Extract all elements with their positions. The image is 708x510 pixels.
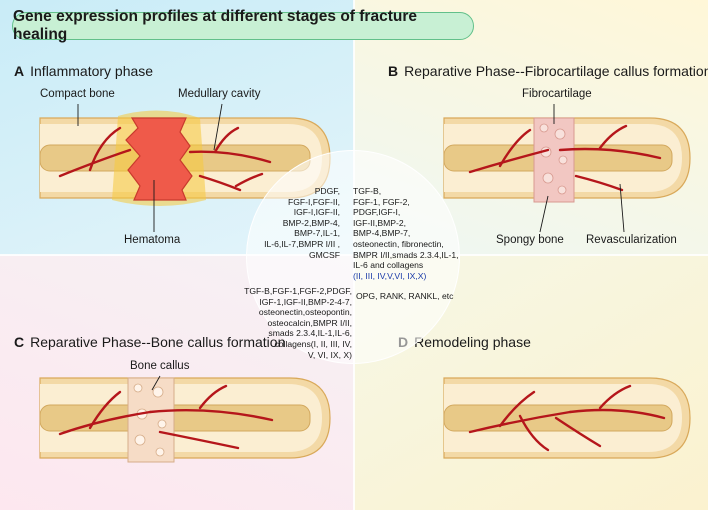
gene-line: osteonectin,osteopontin, xyxy=(258,307,352,318)
panel-c-letter: C xyxy=(14,334,25,350)
gene-line: FGF-I,FGF-II, xyxy=(287,196,340,207)
gene-line: IGF-II,BMP-2, xyxy=(353,217,406,228)
leader-lines xyxy=(77,103,625,391)
callout-medullary-cavity: Medullary cavity xyxy=(178,88,261,100)
gene-line: BMP-4,BMP-7, xyxy=(353,228,411,239)
gene-line: PDGF, xyxy=(314,186,340,196)
gene-line: osteocalcin,BMPR I/II, xyxy=(267,317,352,328)
gene-line: PDGF,IGF-I, xyxy=(353,207,401,218)
genes-inflammatory: PDGF, FGF-I,FGF-II, IGF-I,IGF-II, BMP-2,… xyxy=(240,186,340,260)
panel-d-bone xyxy=(443,377,691,459)
callout-revascularization: Revascularization xyxy=(586,234,677,246)
gene-line: FGF-1, FGF-2, xyxy=(353,196,410,207)
genes-bone-callus: TGF-B,FGF-1,FGF-2,PDGF, IGF-1,IGF-II,BMP… xyxy=(240,286,352,360)
panel-b-bone xyxy=(443,117,691,203)
panel-b-title: B Reparative Phase--Fibrocartilage callus… xyxy=(388,63,708,79)
genes-fibrocartilage: TGF-B, FGF-1, FGF-2, PDGF,IGF-I, IGF-II,… xyxy=(353,186,461,281)
gene-line: IGF-1,IGF-II,BMP-2-4-7, xyxy=(259,296,352,307)
genes-remodeling: OPG, RANK, RANKL, etc xyxy=(356,291,456,302)
gene-line-collagens: (II, III, IV,V,VI, IX,X) xyxy=(353,270,427,281)
gene-line: TGF-B, xyxy=(353,186,382,196)
panel-b-letter: B xyxy=(388,63,399,79)
gene-line: IL-6 and collagens xyxy=(353,260,424,271)
panel-c-title: C Reparative Phase--Bone callus formation xyxy=(14,334,285,350)
panel-c-label: Reparative Phase--Bone callus formation xyxy=(30,334,286,350)
panel-b-label: Reparative Phase--Fibrocartilage callus … xyxy=(404,63,708,79)
panel-c-bone xyxy=(39,377,331,463)
callout-bone-callus: Bone callus xyxy=(130,360,190,372)
callout-spongy-bone: Spongy bone xyxy=(496,234,564,246)
callout-hematoma: Hematoma xyxy=(124,234,181,246)
gene-line: TGF-B,FGF-1,FGF-2,PDGF, xyxy=(244,286,352,296)
panel-a-bone xyxy=(39,110,331,206)
gene-line: IL-6,IL-7,BMPR I/II , xyxy=(264,238,340,249)
callout-fibrocartilage: Fibrocartilage xyxy=(522,88,592,100)
gene-expression-circle xyxy=(246,150,460,364)
gene-line: V, VI, IX, X) xyxy=(307,349,352,360)
gene-line: IGF-I,IGF-II, xyxy=(293,207,340,218)
panel-a-title: A Inflammatory phase xyxy=(14,63,153,79)
panel-a-label: Inflammatory phase xyxy=(30,63,154,79)
panel-a-letter: A xyxy=(14,63,25,79)
gene-line: BMPR I/II,smads 2.3.4,IL-1, xyxy=(353,249,459,260)
gene-line: collagens(I, II, III, IV, xyxy=(274,338,352,349)
gene-line: osteonectin, fibronectin, xyxy=(353,238,444,249)
gene-line: smads 2.3.4,IL-1,IL-6, xyxy=(268,328,352,339)
panel-d-label: Remodeling phase xyxy=(414,334,531,350)
gene-line: BMP-7,IL-1, xyxy=(294,228,340,239)
gene-line: GMCSF xyxy=(308,249,340,260)
gene-line: OPG, RANK, RANKL, etc xyxy=(356,291,454,301)
gene-line: BMP-2,BMP-4, xyxy=(282,217,340,228)
callout-compact-bone: Compact bone xyxy=(40,88,115,100)
figure-title: Gene expression profiles at different st… xyxy=(12,8,474,43)
